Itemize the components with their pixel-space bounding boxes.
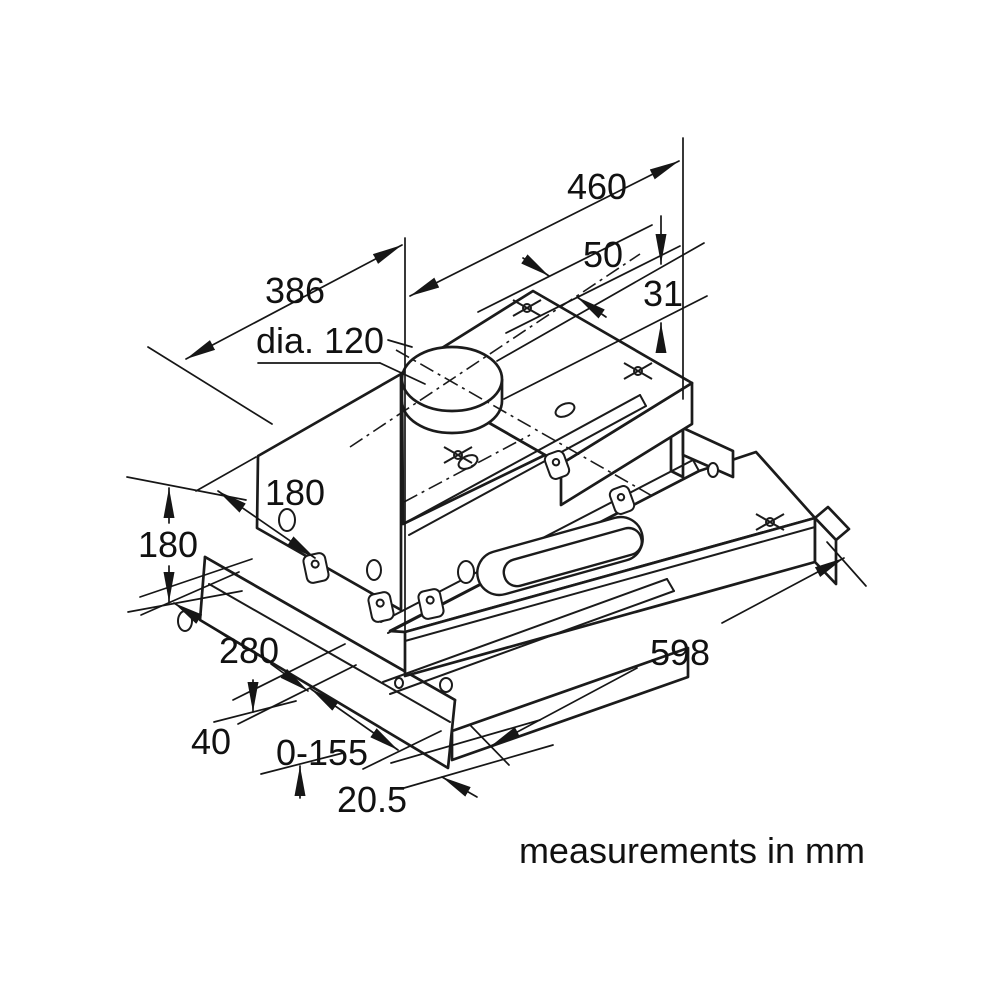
dimension-collar-height: 31 — [496, 215, 708, 400]
dim-50-label: 50 — [583, 234, 623, 275]
visor-handle — [476, 515, 644, 597]
dimension-body-height-side: 180 — [195, 456, 325, 559]
dimension-duct-offset: 50 — [477, 224, 681, 334]
dim-598-label: 598 — [650, 632, 710, 673]
dim-0-155-label: 0-155 — [276, 732, 368, 773]
dimension-top-section-depth: 386 — [185, 244, 403, 360]
dim-386-label: 386 — [265, 270, 325, 311]
dimension-chassis-height: 180 — [126, 476, 247, 613]
dim-280-label: 280 — [219, 630, 279, 671]
dim-460-label: 460 — [567, 166, 627, 207]
dimension-overall-depth: 460 — [409, 160, 680, 297]
projection-lines — [147, 137, 684, 631]
dim-40-label: 40 — [191, 721, 231, 762]
units-note: measurements in mm — [519, 830, 865, 871]
fixing-cross-marks — [443, 299, 785, 531]
duct-collar — [400, 345, 504, 435]
dimension-pullout-extension: 0-155 — [232, 643, 442, 773]
dim-20-5-label: 20.5 — [337, 779, 407, 820]
dimension-body-width: 598 — [470, 541, 867, 766]
dimension-visor-front-height: 40 — [191, 679, 344, 799]
dim-31-label: 31 — [643, 273, 683, 314]
dimension-body-depth: 280 — [139, 558, 309, 692]
dimension-duct-diameter: dia. 120 — [256, 320, 426, 385]
dim-180-left-label: 180 — [138, 524, 198, 565]
mounting-tabs — [302, 450, 636, 623]
dim-180-side-label: 180 — [265, 472, 325, 513]
dim-dia120-label: dia. 120 — [256, 320, 384, 361]
